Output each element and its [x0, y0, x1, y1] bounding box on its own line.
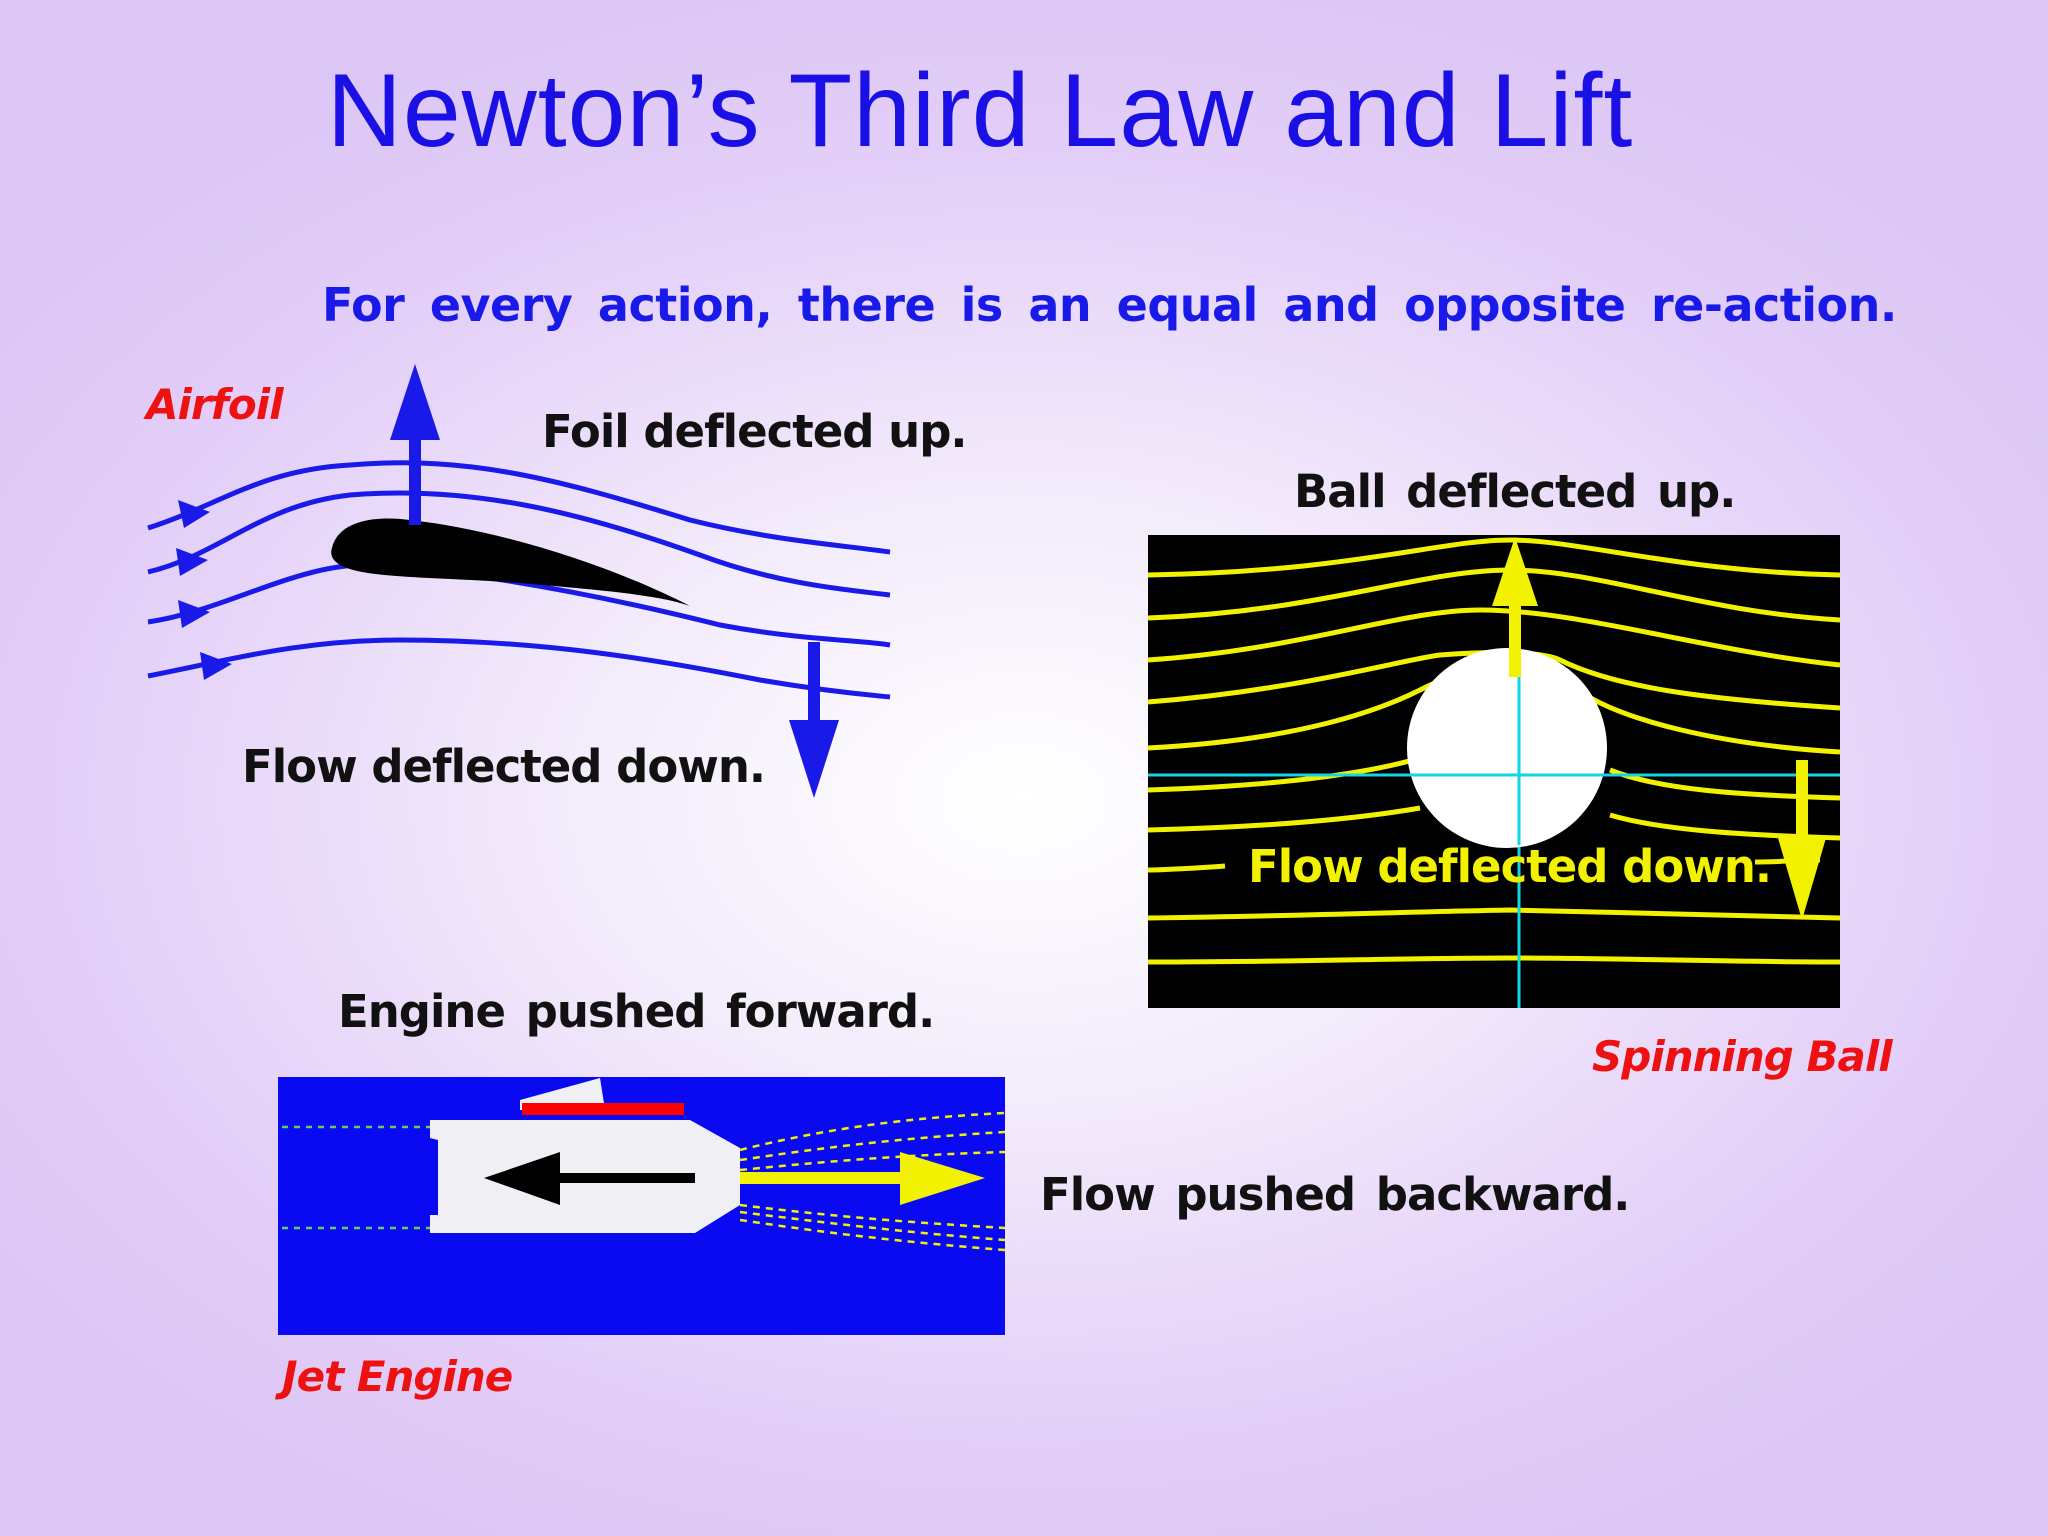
ball-downwash-arrow-shaft	[1796, 760, 1808, 840]
ball-flow-deflected-down-label: Flow deflected down.	[1248, 840, 1772, 893]
inlet-arrowhead-4	[200, 652, 232, 680]
lift-arrow-head	[390, 364, 440, 440]
downwash-arrow-head	[789, 720, 839, 798]
inlet-arrowhead-3	[178, 600, 210, 628]
spinning-ball-name-label: Spinning Ball	[1592, 1032, 1893, 1081]
lift-arrow-shaft	[409, 435, 421, 525]
slide-subtitle: For every action, there is an equal and …	[322, 278, 1897, 332]
airfoil-name-label: Airfoil	[146, 380, 284, 429]
airfoil-streamline-3	[147, 562, 891, 648]
inlet-arrowhead-2	[176, 548, 208, 576]
ball-deflected-up-label: Ball deflected up.	[1294, 465, 1736, 518]
slide-title: Newton’s Third Law and Lift	[326, 53, 1634, 169]
jet-engine-name-label: Jet Engine	[282, 1352, 513, 1401]
spinning-ball	[1407, 648, 1607, 848]
inlet-arrowhead-1	[178, 500, 210, 528]
downwash-arrow-shaft	[808, 642, 820, 722]
exhaust-arrow-head	[900, 1152, 985, 1205]
engine-thrust-arrow-shaft	[540, 1173, 695, 1183]
engine-inlet-lip	[520, 1078, 605, 1110]
foil-deflected-up-label: Foil deflected up.	[542, 405, 968, 458]
ball-lift-arrow-head	[1492, 537, 1538, 606]
ball-downwash-arrow-head	[1778, 838, 1826, 920]
engine-cowl-line	[522, 1103, 684, 1115]
airfoil-streamline-2	[147, 490, 891, 598]
exhaust-arrow-shaft	[740, 1172, 910, 1184]
flow-pushed-backward-label: Flow pushed backward.	[1040, 1168, 1630, 1221]
ball-lift-arrow-shaft	[1509, 600, 1521, 677]
engine-thrust-arrow-head	[484, 1152, 560, 1205]
airfoil-shape	[331, 518, 690, 606]
airfoil-streamline-1	[147, 460, 891, 555]
airfoil-flow-deflected-down-label: Flow deflected down.	[242, 740, 766, 793]
engine-pushed-forward-label: Engine pushed forward.	[338, 985, 935, 1038]
